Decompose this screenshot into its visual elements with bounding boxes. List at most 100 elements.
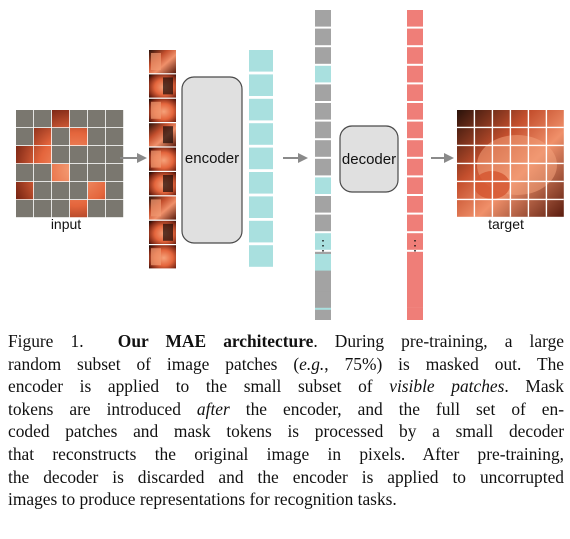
- mask-token: [315, 272, 331, 290]
- caption-line-8: images to produce representations for re…: [8, 489, 397, 510]
- caption-line-4: tokens are introduced after the encoder,…: [8, 398, 564, 421]
- mask-token: [315, 10, 331, 27]
- mask-token: [315, 121, 331, 139]
- mask-token: [315, 84, 331, 101]
- masked-patch: [106, 182, 124, 200]
- masked-patch: [106, 110, 124, 128]
- masked-patch: [88, 110, 106, 128]
- masked-patch: [88, 128, 106, 146]
- predicted-token: [407, 254, 423, 271]
- figure-caption: Figure 1. Our MAE architecture. During p…: [8, 330, 564, 511]
- predicted-token: [407, 10, 423, 27]
- mask-token: [315, 47, 331, 64]
- masked-patch: [34, 182, 52, 200]
- encoded-token: [249, 196, 273, 218]
- visible-token: [315, 177, 331, 194]
- predicted-token: [407, 140, 423, 157]
- visible-token: [315, 233, 331, 250]
- visible-patch: [149, 245, 176, 269]
- mask-token: [315, 291, 331, 308]
- caption-italic: e.g.: [299, 353, 325, 374]
- caption-title: Our MAE architecture: [117, 331, 314, 351]
- visible-patch: [149, 220, 176, 244]
- caption-line-6: that reconstructs the original image in …: [8, 443, 564, 464]
- mae-architecture-diagram: input encoder ⋮ decoder ⋮ target: [15, 10, 564, 320]
- encoded-token: [249, 245, 273, 267]
- mask-token: [315, 140, 331, 157]
- encoder-label: encoder: [185, 150, 239, 167]
- input-masked-image: [15, 109, 124, 218]
- masked-patch: [52, 128, 70, 146]
- encoded-token: [249, 50, 273, 72]
- masked-patch: [52, 146, 70, 164]
- masked-patch: [34, 200, 52, 218]
- target-image: [457, 110, 564, 217]
- masked-patch: [16, 128, 34, 146]
- masked-patch: [106, 200, 124, 218]
- masked-patch: [34, 110, 52, 128]
- masked-patch: [88, 164, 106, 182]
- masked-patch: [70, 110, 88, 128]
- masked-patch: [70, 182, 88, 200]
- predicted-token-sequence: [407, 10, 423, 320]
- masked-patch: [52, 200, 70, 218]
- visible-token: [315, 254, 331, 271]
- visible-patch: [149, 196, 176, 220]
- predicted-token: [407, 103, 423, 120]
- masked-patch: [52, 182, 70, 200]
- visible-patch: [149, 147, 176, 171]
- masked-patch: [16, 110, 34, 128]
- predicted-token: [407, 233, 423, 250]
- visible-patch: [149, 172, 176, 196]
- encoded-token: [249, 220, 273, 243]
- masked-patch: [88, 146, 106, 164]
- caption-line-7: the decoder is discarded and the encoder…: [8, 466, 564, 487]
- caption-text: random subset of image patches (: [8, 353, 300, 374]
- decoder-block: [339, 125, 399, 193]
- caption-text: the encoder, and the full set of en-: [229, 398, 564, 419]
- encoded-token: [249, 98, 273, 121]
- mask-token: [315, 103, 331, 120]
- masked-patch: [106, 146, 124, 164]
- encoded-token: [249, 74, 273, 96]
- predicted-token: [407, 47, 423, 64]
- predicted-token: [407, 214, 423, 232]
- caption-text: . During pre-training, a large: [313, 331, 565, 351]
- pred-tokens-ellipsis: ⋮: [408, 237, 422, 253]
- caption-text: . Mask: [504, 376, 565, 397]
- mask-token: [315, 158, 331, 176]
- visible-token: [315, 65, 331, 83]
- predicted-token: [407, 196, 423, 213]
- masked-patch: [70, 146, 88, 164]
- mask-token: [315, 28, 331, 46]
- input-label: input: [51, 216, 81, 232]
- predicted-token: [407, 121, 423, 139]
- masked-patch: [106, 128, 124, 146]
- caption-italic: visible patches: [389, 376, 505, 397]
- caption-text: encoder is applied to the small subset o…: [8, 376, 390, 397]
- visible-patch: [149, 123, 176, 147]
- mask-token: [315, 214, 331, 232]
- mask-token: [315, 309, 331, 320]
- visible-patch: [149, 50, 176, 74]
- masked-patch: [88, 200, 106, 218]
- encoder-block: [181, 76, 243, 244]
- predicted-token: [407, 65, 423, 83]
- caption-line-3: encoder is applied to the small subset o…: [8, 375, 564, 398]
- decoder-label: decoder: [342, 151, 396, 168]
- visible-patch: [149, 74, 176, 98]
- encoded-token: [249, 123, 273, 145]
- figure-number: Figure 1.: [8, 331, 84, 351]
- target-label: target: [488, 216, 524, 232]
- encoded-token: [249, 147, 273, 170]
- predicted-token: [407, 177, 423, 194]
- predicted-token: [407, 272, 423, 290]
- caption-italic: after: [196, 398, 230, 419]
- full-token-sequence: [315, 10, 331, 320]
- predicted-token: [407, 291, 423, 308]
- masked-patch: [106, 164, 124, 182]
- predicted-token: [407, 158, 423, 176]
- masked-patch: [34, 164, 52, 182]
- caption-line-5: coded patches and mask tokens is process…: [8, 421, 564, 442]
- caption-text: tokens are introduced: [8, 398, 197, 419]
